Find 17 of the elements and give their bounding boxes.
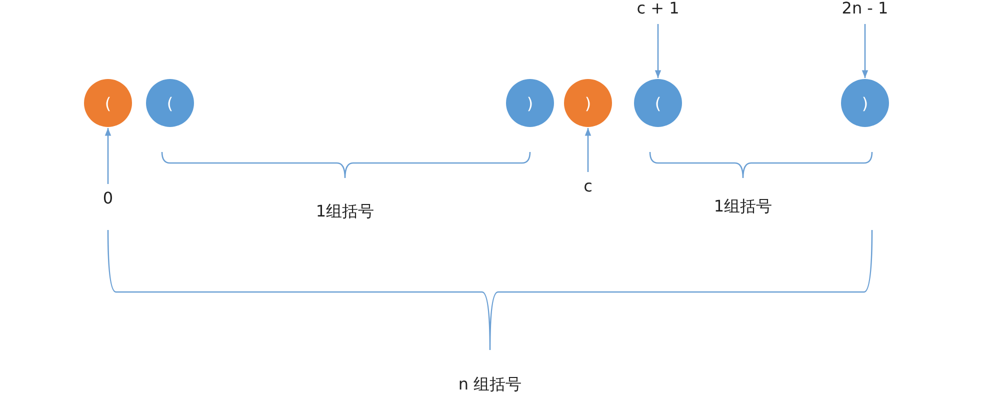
- position-label: c: [584, 176, 592, 196]
- arrow: [654, 24, 662, 78]
- group-label: n 组括号: [458, 374, 522, 396]
- position-label: 2n - 1: [842, 0, 888, 18]
- arrow: [584, 128, 592, 172]
- group-label: 1组括号: [316, 202, 374, 222]
- bracket-circle: ): [841, 79, 889, 127]
- arrow: [104, 128, 112, 184]
- bracket-circle: (: [146, 79, 194, 127]
- bracket-circle: (: [634, 79, 682, 127]
- group-label: 1组括号: [714, 196, 772, 218]
- arrow: [862, 24, 868, 78]
- position-label: c + 1: [636, 0, 680, 18]
- bracket-circle: ): [564, 79, 612, 127]
- position-label: 0: [102, 188, 114, 208]
- bracket-circle: ): [506, 79, 554, 127]
- bracket-circle: (: [84, 79, 132, 127]
